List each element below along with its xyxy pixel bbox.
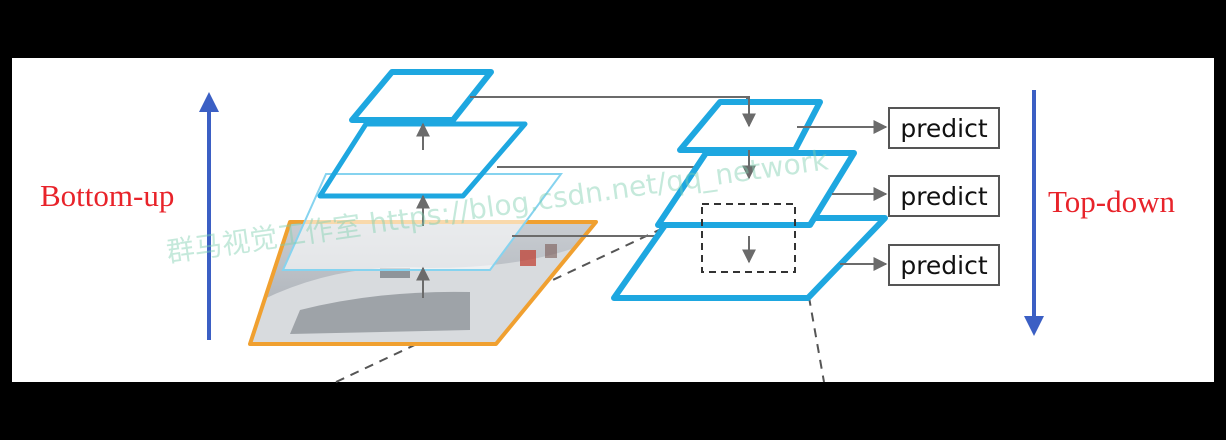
bottom-up-layer-1 [349,69,494,123]
zoom-box [701,203,796,273]
bottom-up-label: Bottom-up [40,178,174,213]
top-down-label: Top-down [1048,184,1175,219]
predict-label: predict [900,114,988,143]
predict-label: predict [900,182,988,211]
predict-box-3: predict [888,244,1000,286]
predict-label: predict [900,251,988,280]
top-down-layer-2 [655,150,857,228]
predict-box-1: predict [888,107,1000,149]
predict-box-2: predict [888,175,1000,217]
bottom-up-layer-2 [317,121,528,199]
diagram-panel [12,58,1214,382]
